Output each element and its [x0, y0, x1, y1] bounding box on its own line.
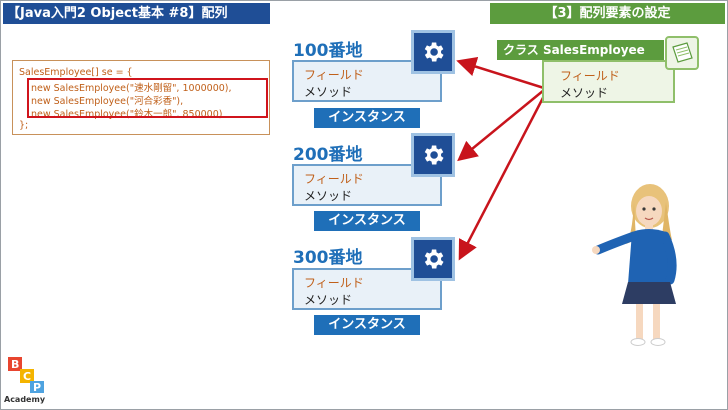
- instance-method: メソッド: [304, 293, 353, 307]
- instance-label: インスタンス: [314, 108, 420, 128]
- logo-name: Academy: [4, 395, 46, 404]
- instance-address: 100番地: [293, 41, 363, 61]
- arrow-to-instance-300: [458, 91, 548, 261]
- code-line: new SalesEmployee("速水剛留", 1000000),: [31, 83, 232, 94]
- logo-letter: C: [23, 370, 31, 383]
- gear-icon: [424, 249, 444, 269]
- arrow-to-instance-200: [457, 89, 545, 162]
- logo-letter: P: [33, 381, 41, 394]
- class-method: メソッド: [560, 86, 609, 100]
- instance-box: フィールド メソッド: [292, 268, 442, 310]
- code-line: new SalesEmployee("鈴木一郎", 850000): [31, 109, 223, 120]
- instance-address: 300番地: [293, 248, 363, 268]
- instance-label: インスタンス: [314, 211, 420, 231]
- code-sample: SalesEmployee[] se = { new SalesEmployee…: [12, 60, 270, 135]
- class-box: フィールド メソッド: [542, 60, 675, 103]
- instance-gear-box: [411, 30, 455, 74]
- instance-method: メソッド: [304, 189, 353, 203]
- class-field: フィールド: [560, 69, 620, 83]
- instance-field: フィールド: [304, 172, 364, 186]
- gear-icon: [424, 42, 444, 62]
- class-header: クラス SalesEmployee: [497, 40, 664, 60]
- arrow-to-instance-100: [456, 56, 545, 90]
- logo-letter: B: [11, 358, 19, 371]
- bcp-academy-logo: B C P: [8, 357, 44, 394]
- code-line: SalesEmployee[] se = {: [19, 67, 133, 78]
- slide-title: 【Java入門2 Object基本 #8】配列: [3, 3, 270, 24]
- section-title: 【3】配列要素の設定: [490, 3, 725, 24]
- document-icon: [665, 36, 699, 70]
- instance-address: 200番地: [293, 145, 363, 165]
- instance-gear-box: [411, 133, 455, 177]
- code-line: new SalesEmployee("河合彩香"),: [31, 96, 184, 107]
- presenter-illustration: [592, 184, 677, 346]
- gear-icon: [424, 145, 444, 165]
- instance-label: インスタンス: [314, 315, 420, 335]
- code-highlight-box: [27, 78, 268, 118]
- instance-field: フィールド: [304, 68, 364, 82]
- instance-box: フィールド メソッド: [292, 164, 442, 206]
- instance-gear-box: [411, 237, 455, 281]
- instance-method: メソッド: [304, 85, 353, 99]
- code-line: };: [19, 120, 29, 131]
- instance-field: フィールド: [304, 276, 364, 290]
